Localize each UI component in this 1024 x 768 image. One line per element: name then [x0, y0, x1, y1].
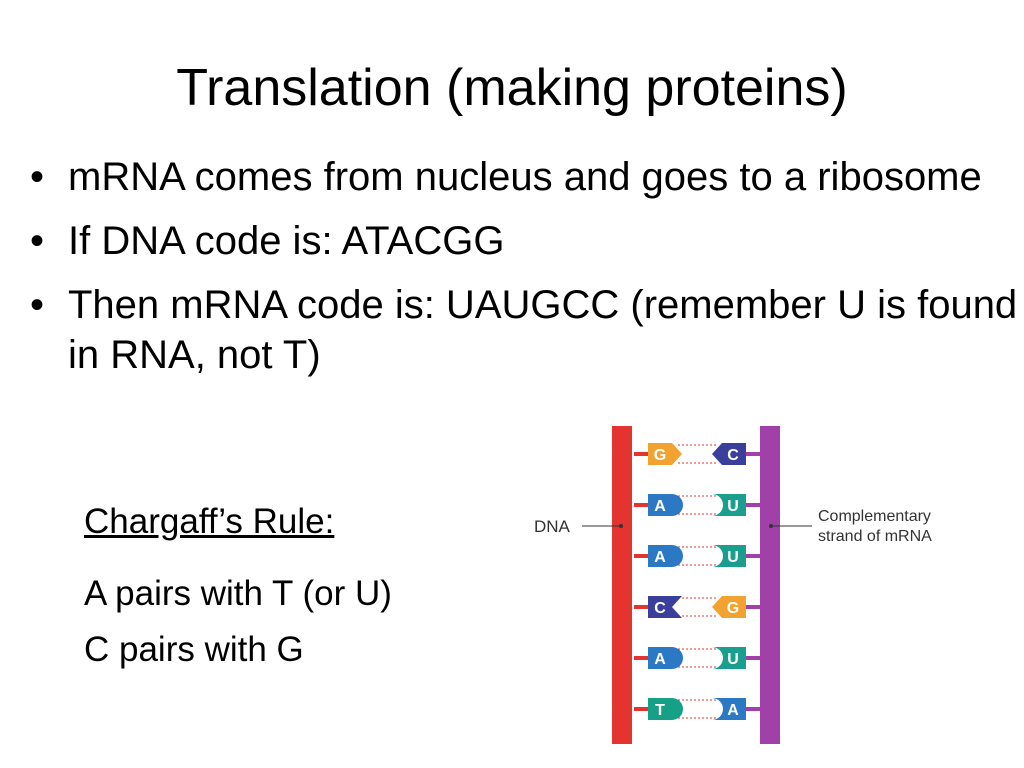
mrna-strand	[760, 426, 780, 744]
bullet-list: • mRNA comes from nucleus and goes to a r…	[30, 152, 1020, 394]
dna-pointer-dot	[619, 524, 623, 528]
dna-strand	[612, 426, 632, 744]
base-letter-mrna: U	[727, 498, 739, 515]
base-letter-mrna: U	[727, 651, 739, 668]
base-u-mrna	[712, 545, 746, 567]
base-letter-dna: G	[654, 447, 666, 464]
base-letter-mrna: C	[727, 447, 739, 464]
dna-mrna-diagram: G C A U A U C G A U T A DNA Complementary strand of…	[534, 426, 932, 744]
mrna-label-line1: Complementary	[818, 508, 931, 525]
base-u-mrna	[712, 647, 746, 669]
slide-title: Translation (making proteins)	[176, 59, 848, 117]
base-letter-mrna: U	[727, 549, 739, 566]
base-g-dna	[648, 443, 682, 465]
bullet-text: If DNA code is: ATACGG	[68, 219, 505, 263]
bullet-marker: •	[30, 219, 45, 263]
base-letter-dna: A	[654, 549, 666, 566]
base-letter-dna: A	[654, 651, 666, 668]
base-letter-mrna: G	[727, 600, 739, 617]
chargaff-rule-heading: Chargaff’s Rule:	[84, 502, 335, 541]
base-u-mrna	[712, 494, 746, 516]
mrna-label-line2: strand of mRNA	[818, 528, 932, 545]
base-c-dna	[648, 596, 682, 618]
base-g-mrna	[712, 596, 746, 618]
base-a-dna	[648, 647, 683, 669]
bullet-marker: •	[30, 155, 45, 199]
base-a-mrna	[712, 698, 746, 720]
base-letter-dna: C	[654, 600, 666, 617]
rule-line-at: A pairs with T (or U)	[84, 574, 392, 613]
rule-line-cg: C pairs with G	[84, 630, 304, 669]
base-a-dna	[648, 545, 683, 567]
bullet-item: • Then mRNA code is: UAUGCC (remember U i…	[30, 280, 1020, 380]
base-letter-dna: T	[655, 702, 665, 719]
bullet-text: Then mRNA code is: UAUGCC (remember U is…	[68, 283, 1018, 377]
mrna-pointer-dot	[769, 524, 773, 528]
base-letter-dna: A	[654, 498, 666, 515]
base-pairs: G C A U A U C G A U T A	[634, 443, 760, 720]
bullet-text: mRNA comes from nucleus and goes to a ri…	[68, 155, 982, 199]
base-t-dna	[648, 698, 683, 720]
dna-label: DNA	[534, 517, 571, 536]
bullet-item: • mRNA comes from nucleus and goes to a r…	[30, 152, 1020, 202]
base-letter-mrna: A	[727, 702, 739, 719]
base-c-mrna	[712, 443, 746, 465]
base-a-dna	[648, 494, 683, 516]
bullet-item: • If DNA code is: ATACGG	[30, 216, 1020, 266]
bullet-marker: •	[30, 283, 45, 327]
